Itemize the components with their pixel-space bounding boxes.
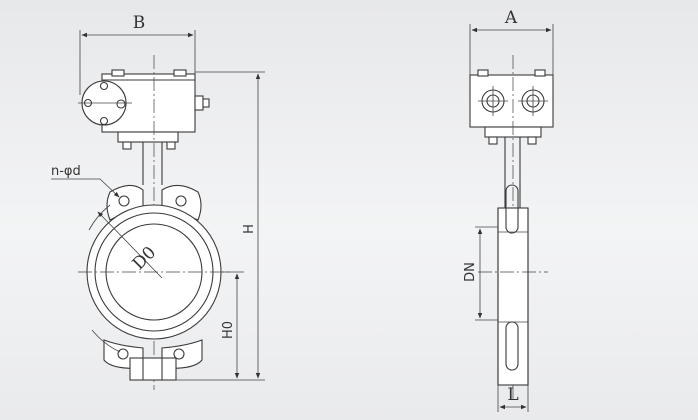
dim-h-label: H [242,224,257,234]
side-view: A [463,8,554,412]
dim-l-label: L [507,385,518,405]
dim-dn-label: DN [463,262,478,282]
dim-a-label: A [504,8,518,28]
dimension-h0: H0 [221,271,244,379]
hole-spec-callout: n-φd [51,164,120,198]
gearbox-housing [78,69,210,150]
hole-spec-label: n-φd [51,164,81,179]
side-body [478,55,548,400]
dimension-h: H [176,71,265,381]
valve-body [78,184,232,381]
dimension-l: L [497,385,529,412]
front-view: B [51,13,265,390]
dimension-b: B [79,13,196,95]
dim-h0-label: H0 [221,321,236,339]
dim-b-label: B [133,13,146,33]
dimension-dn: DN [463,226,498,321]
side-gearbox [469,69,554,145]
dimension-a: A [469,8,554,75]
